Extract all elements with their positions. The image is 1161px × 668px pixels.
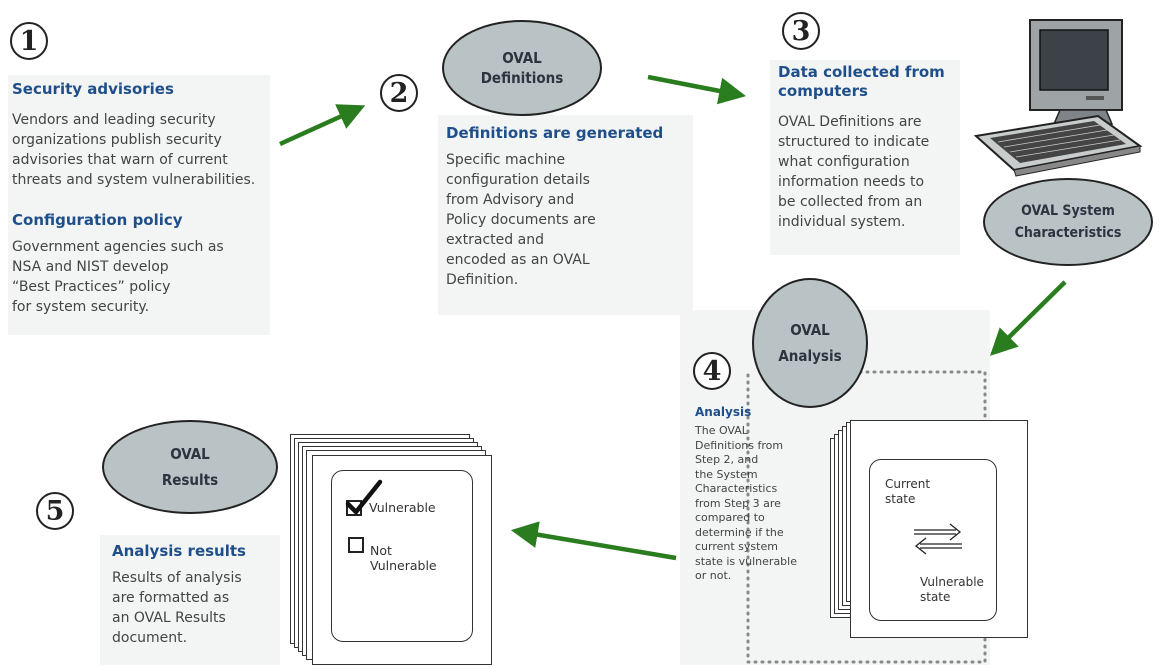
step5-panel [100,535,280,665]
step2-panel [438,115,693,315]
check-vulnerable-label: Vulnerable [369,500,436,515]
computer-icon [973,19,1143,177]
arrow-4-to-5 [510,521,677,561]
step1-panel [8,75,270,335]
step-number-5: 5 [36,492,74,530]
step2-heading: Definitions are generated [446,124,664,142]
step-number-1: 1 [10,22,48,60]
step2-body: Specific machine configuration details f… [446,152,596,288]
step5-heading: Analysis results [112,542,246,560]
step3-body: OVAL Definitions are structured to indic… [778,114,930,230]
check-not-vulnerable-label: Not Vulnerable [370,543,437,573]
step-number-3: 3 [782,12,820,50]
checkmark-icon [345,479,383,515]
step4-heading: Analysis [695,405,752,419]
arrow-2-to-3 [647,74,747,105]
results-card [312,455,492,665]
analysis-dotted-border [746,370,987,664]
step3-heading: Data collected from computers [778,63,945,100]
checkbox-not-vulnerable-icon [348,537,364,553]
arrow-1-to-2 [279,104,366,147]
vulnerable-state-label: Vulnerable state [920,575,984,604]
step1-heading2: Configuration policy [12,211,183,229]
analysis-card-inner [869,459,997,621]
step1-body2: Government agencies such as NSA and NIST… [12,239,224,315]
step-number-4: 4 [693,352,731,390]
step1-heading: Security advisories [12,80,174,98]
results-card-inner [331,470,473,642]
step4-body: The OVAL Definitions from Step 2, and th… [695,424,797,582]
arrow-3-to-4 [989,280,1067,356]
current-state-label: Current state [885,477,931,506]
step-number-2: 2 [380,74,418,112]
step1-body: Vendors and leading security organizatio… [12,112,256,188]
step5-body: Results of analysis are formatted as an … [112,570,242,646]
oval-definitions-ellipse: OVAL Definitions [442,20,602,116]
oval-results-ellipse: OVAL Results [102,420,278,514]
oval-system-characteristics-ellipse: OVAL System Characteristics [983,178,1153,266]
swap-arrows-icon [914,523,962,555]
oval-analysis-ellipse: OVAL Analysis [752,278,868,408]
analysis-card [850,420,1028,638]
step3-panel [770,60,960,255]
